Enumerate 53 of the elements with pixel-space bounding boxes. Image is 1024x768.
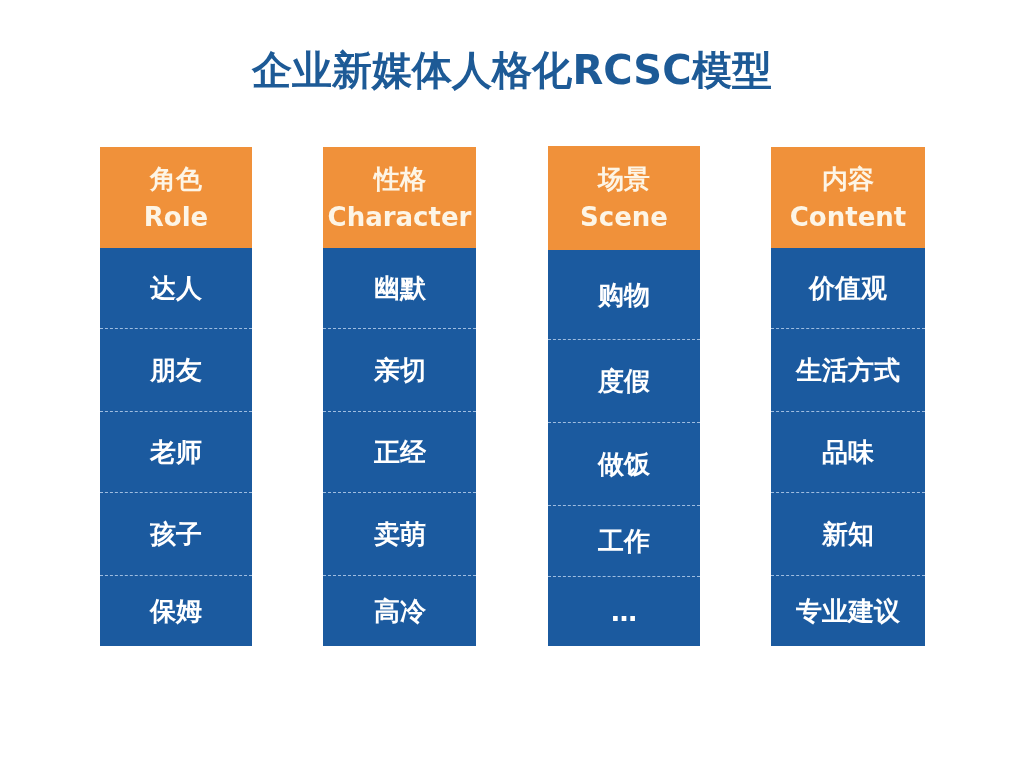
item-label: 新知 — [822, 518, 874, 551]
column-header — [100, 147, 252, 248]
item-cell — [100, 248, 252, 328]
item-label: 正经 — [373, 436, 426, 469]
item-cell — [548, 422, 700, 505]
item-label: 达人 — [150, 272, 202, 305]
item-cell — [548, 505, 700, 576]
title: 企业新媒体人格化RCSC模型 — [252, 46, 772, 95]
item-label: 孩子 — [150, 518, 202, 551]
item-label: 生活方式 — [796, 354, 900, 387]
item-cell — [323, 328, 476, 411]
item-label: 工作 — [598, 525, 650, 558]
header-text: Content — [789, 200, 907, 234]
item-cell — [771, 411, 925, 492]
item-label: 幽默 — [373, 272, 426, 305]
item-cell — [771, 492, 925, 575]
item-cell — [100, 411, 252, 492]
item-label: 度假 — [598, 365, 650, 398]
item-label: 专业建议 — [796, 595, 900, 628]
header-text: Role — [143, 200, 209, 234]
item-label: 朋友 — [150, 354, 202, 387]
item-cell — [771, 328, 925, 411]
item-label: 价值观 — [809, 272, 887, 305]
column-header — [323, 147, 476, 248]
item-cell — [323, 248, 476, 328]
item-label: 购物 — [598, 278, 650, 312]
item-cell — [771, 575, 925, 646]
item-label: 高冷 — [373, 595, 426, 628]
item-label: 做饭 — [598, 448, 650, 481]
item-cell — [548, 576, 700, 646]
item-cell — [323, 492, 476, 575]
item-cell — [100, 492, 252, 575]
item-cell — [323, 575, 476, 646]
item-label: 保姆 — [150, 595, 202, 628]
item-cell — [548, 339, 700, 422]
item-label: 卖萌 — [373, 518, 426, 551]
header-text: 内容 — [822, 162, 874, 196]
column-header — [771, 147, 925, 248]
item-label: 品味 — [822, 436, 874, 469]
item-cell — [100, 575, 252, 646]
header-text: Character — [327, 200, 472, 234]
item-label: 老师 — [150, 436, 202, 469]
item-label: 亲切 — [373, 354, 426, 387]
header-text: 场景 — [598, 163, 650, 196]
item-cell — [323, 411, 476, 492]
item-cell — [100, 328, 252, 411]
column-header — [548, 146, 700, 250]
item-cell — [771, 248, 925, 328]
item-cell — [548, 250, 700, 339]
header-text: 性格 — [373, 162, 426, 196]
header-text: Scene — [580, 201, 668, 234]
header-text: 角色 — [150, 162, 202, 196]
item-label: … — [611, 595, 637, 629]
